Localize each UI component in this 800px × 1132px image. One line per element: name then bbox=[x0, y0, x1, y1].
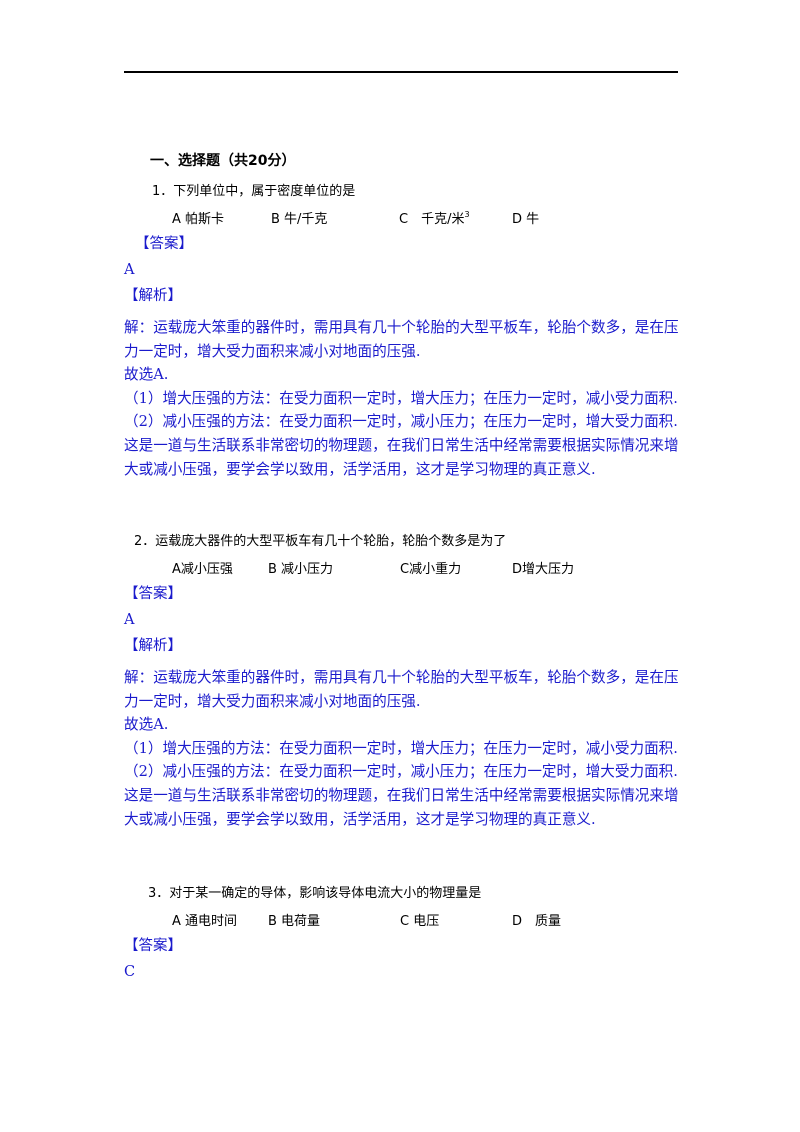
q2-analysis: 解：运载庞大笨重的器件时，需用具有几十个轮胎的大型平板车，轮胎个数多，是在压力一… bbox=[124, 666, 680, 831]
q1-option-d: D 牛 bbox=[512, 212, 540, 227]
q1-analysis-line: （1）增大压强的方法：在受力面积一定时，增大压力；在压力一定时，减小受力面积. bbox=[124, 389, 678, 407]
q1-option-c: C 千克/米3 bbox=[399, 210, 470, 227]
q1-answer: A bbox=[124, 262, 135, 278]
q1-analysis-line: 这是一道与生活联系非常密切的物理题，在我们日常生活中经常需要根据实际情况来增大或… bbox=[124, 436, 679, 478]
q1-analysis-line: 解：运载庞大笨重的器件时，需用具有几十个轮胎的大型平板车，轮胎个数多，是在压力一… bbox=[124, 319, 679, 360]
q3-answer: C bbox=[124, 964, 136, 980]
q1-analysis-line: 故选A. bbox=[124, 366, 169, 384]
q2-option-d: D增大压力 bbox=[512, 562, 575, 577]
q2-analysis-line: （2）减小压强的方法：在受力面积一定时，减小压力；在压力一定时，增大受力面积. bbox=[124, 763, 678, 781]
q2-option-b: B 减小压力 bbox=[268, 562, 334, 577]
section-title: 一、选择题（共20分） bbox=[150, 153, 296, 169]
q2-option-c: C减小重力 bbox=[400, 562, 462, 577]
q3-option-a: A 通电时间 bbox=[172, 914, 238, 929]
q3-option-d: D 质量 bbox=[512, 914, 562, 929]
q1-analysis-line: （2）减小压强的方法：在受力面积一定时，减小压力；在压力一定时，增大受力面积. bbox=[124, 413, 678, 431]
q3-answer-tag: 【答案】 bbox=[124, 938, 182, 954]
q1-answer-tag: 【答案】 bbox=[135, 236, 193, 252]
q2-answer-tag: 【答案】 bbox=[124, 586, 182, 602]
q1-option-b: B 牛/千克 bbox=[271, 212, 328, 227]
q2-analysis-line: 解：运载庞大笨重的器件时，需用具有几十个轮胎的大型平板车，轮胎个数多，是在压力一… bbox=[124, 669, 679, 710]
question-1-stem: 1．下列单位中，属于密度单位的是 bbox=[152, 184, 356, 199]
q2-option-a: A减小压强 bbox=[172, 562, 233, 577]
q2-analysis-line: 故选A. bbox=[124, 716, 169, 734]
header-rule bbox=[124, 71, 678, 73]
q3-option-c: C 电压 bbox=[400, 914, 440, 929]
q1-option-a: A 帕斯卡 bbox=[172, 212, 225, 227]
q1-analysis-tag: 【解析】 bbox=[124, 288, 182, 304]
q3-option-b: B 电荷量 bbox=[268, 914, 321, 929]
q2-analysis-tag: 【解析】 bbox=[124, 638, 182, 654]
q2-analysis-line: （1）增大压强的方法：在受力面积一定时，增大压力；在压力一定时，减小受力面积. bbox=[124, 739, 678, 757]
question-3-stem: 3．对于某一确定的导体，影响该导体电流大小的物理量是 bbox=[148, 886, 482, 901]
q1-option-c-superscript: 3 bbox=[464, 210, 470, 219]
q2-answer: A bbox=[124, 612, 135, 628]
q1-analysis: 解：运载庞大笨重的器件时，需用具有几十个轮胎的大型平板车，轮胎个数多，是在压力一… bbox=[124, 316, 680, 481]
q2-analysis-line: 这是一道与生活联系非常密切的物理题，在我们日常生活中经常需要根据实际情况来增大或… bbox=[124, 786, 679, 828]
question-2-stem: 2．运载庞大器件的大型平板车有几十个轮胎，轮胎个数多是为了 bbox=[134, 534, 507, 549]
